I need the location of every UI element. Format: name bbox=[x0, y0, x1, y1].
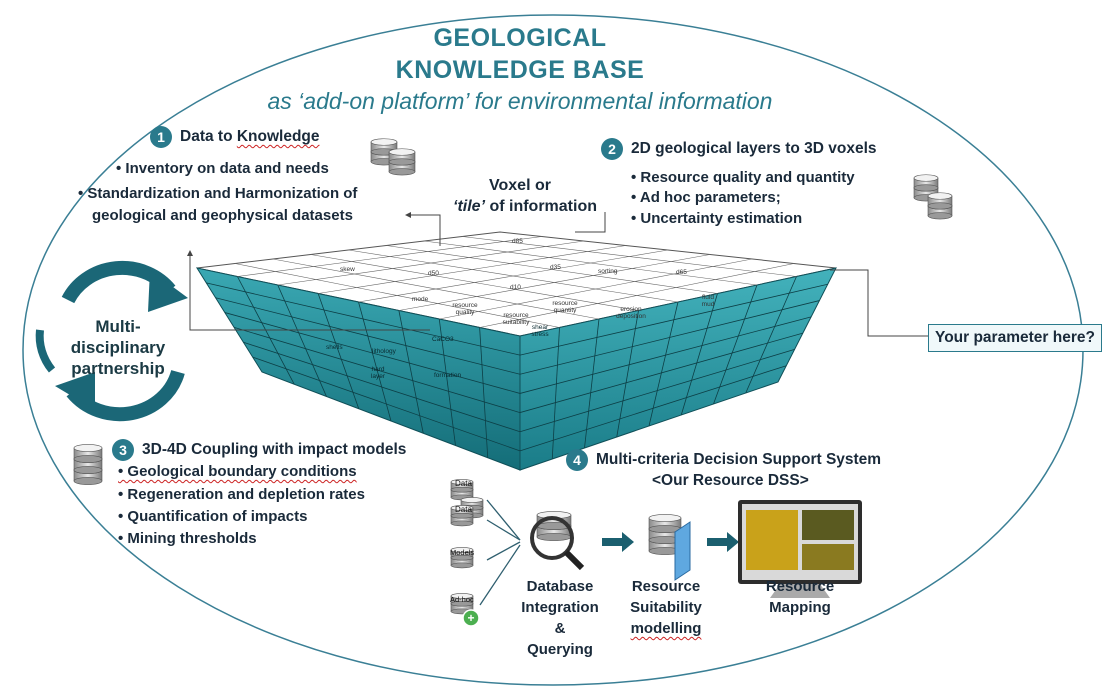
step1-line-3: & bbox=[554, 620, 566, 637]
database-icon-models bbox=[450, 547, 474, 569]
database-icon-section2b bbox=[927, 192, 953, 220]
db-label-data-1: Data bbox=[455, 479, 472, 488]
cycle-arrows-icon bbox=[35, 260, 188, 422]
cube-label-formation: formation bbox=[434, 372, 462, 379]
magnifier-icon bbox=[530, 516, 585, 571]
database-icon-suitability bbox=[648, 514, 682, 555]
cube-label-shells: shells bbox=[326, 344, 343, 351]
section2-bullet-2: • Ad hoc parameters; bbox=[631, 189, 781, 206]
step2-line-2: Suitability bbox=[630, 599, 702, 616]
cube-label-erosion: erosion deposition bbox=[616, 306, 646, 320]
section2-bullet-3: • Uncertainty estimation bbox=[631, 210, 803, 227]
step1-line-1: Database bbox=[526, 578, 594, 595]
section3-bullet-1: • Geological boundary conditions bbox=[118, 463, 357, 480]
cube-label-d50: d50 bbox=[428, 270, 439, 277]
database-icon-adhoc bbox=[450, 593, 474, 615]
cube-label-resource-quality: resource quality bbox=[452, 302, 478, 316]
title-line-1: GEOLOGICAL bbox=[433, 24, 607, 52]
step-resource-mapping: Resource Mapping bbox=[740, 576, 860, 618]
monitor-icon bbox=[738, 500, 862, 598]
subtitle: as ‘add-on platform’ for environmental i… bbox=[267, 88, 773, 114]
section1-title-a: Data to bbox=[180, 128, 237, 146]
section4-number: 4 bbox=[566, 449, 588, 471]
section4-title: 4 Multi-criteria Decision Support System bbox=[566, 449, 881, 471]
section1-bullet-1: • Inventory on data and needs bbox=[116, 160, 329, 177]
cube-label-mode: mode bbox=[412, 296, 429, 303]
cube-label-hard-layer: hard layer bbox=[370, 366, 386, 380]
section3-bullet-2: • Regeneration and depletion rates bbox=[118, 486, 365, 503]
section1-title-b: Knowledge bbox=[236, 128, 320, 146]
partnership-line-1: Multi- bbox=[95, 317, 141, 336]
step3-line-2: Mapping bbox=[769, 599, 831, 616]
db-label-data-2: Data bbox=[455, 505, 472, 514]
section1-bullet-2a: • Standardization and Harmonization of bbox=[78, 185, 358, 202]
cube-label-d35: d35 bbox=[550, 264, 561, 271]
partnership-line-2: disciplinary bbox=[70, 338, 166, 357]
cube-label-lithology: lithology bbox=[372, 348, 396, 355]
workflow-lines bbox=[479, 499, 521, 606]
section2-title: 2 2D geological layers to 3D voxels bbox=[601, 138, 877, 160]
section3-title: 3 3D-4D Coupling with impact models bbox=[112, 439, 406, 461]
cube-label-fluid-mud: fluid mud bbox=[701, 294, 715, 308]
cube-label-d85: d85 bbox=[512, 238, 523, 245]
section1-title: 1 Data to Knowledge bbox=[150, 126, 320, 148]
title-line-2: KNOWLEDGE BASE bbox=[395, 56, 645, 84]
partnership-line-3: partnership bbox=[71, 359, 165, 378]
cube-label-caco3: CaCO3 bbox=[432, 336, 454, 343]
voxel-tile-word: ‘tile’ bbox=[453, 198, 486, 215]
step2-line-1: Resource bbox=[631, 578, 701, 595]
step-resource-suitability: Resource Suitability modelling bbox=[606, 576, 726, 639]
section3-bullet-3: • Quantification of impacts bbox=[118, 508, 308, 525]
section3-title-text: 3D-4D Coupling with impact models bbox=[142, 441, 407, 459]
step1-line-4: Querying bbox=[527, 641, 593, 658]
step-database-integration: Database Integration & Querying bbox=[500, 576, 620, 660]
step3-line-1: Resource bbox=[765, 578, 835, 595]
cube-label-sorting: sorting bbox=[598, 268, 618, 275]
section4-title-text: Multi-criteria Decision Support System bbox=[596, 451, 882, 469]
folder-icon bbox=[674, 521, 691, 581]
section4-subtitle: <Our Resource DSS> bbox=[652, 472, 809, 489]
section3-number: 3 bbox=[112, 439, 134, 461]
section2-bullet-1: • Resource quality and quantity bbox=[631, 169, 855, 186]
db-label-adhoc: Ad-hoc bbox=[450, 595, 474, 604]
database-icon-section1b bbox=[388, 148, 416, 176]
section1-bullet-2b: geological and geophysical datasets bbox=[92, 207, 353, 224]
voxel-cube bbox=[195, 231, 837, 471]
step1-line-2: Integration bbox=[521, 599, 599, 616]
database-icon-section3 bbox=[73, 444, 103, 485]
cube-label-d65: d65 bbox=[676, 269, 687, 276]
connector-lines bbox=[189, 212, 928, 337]
step2-line-3: modelling bbox=[630, 620, 702, 637]
cube-label-skew: skew bbox=[340, 266, 355, 273]
section2-number: 2 bbox=[601, 138, 623, 160]
db-label-models: Models bbox=[450, 548, 475, 557]
flow-arrow-icon bbox=[602, 532, 739, 552]
partnership-label: Multi- disciplinary partnership bbox=[58, 316, 178, 379]
voxel-label-line-1: Voxel or bbox=[489, 177, 551, 194]
cube-label-d10: d10 bbox=[510, 284, 521, 291]
section2-title-text: 2D geological layers to 3D voxels bbox=[631, 140, 877, 158]
voxel-label-line-2: ‘tile’ of information bbox=[430, 196, 620, 217]
plus-icon bbox=[462, 609, 480, 627]
voxel-label-rest: of information bbox=[485, 198, 597, 215]
svg-text:+: + bbox=[467, 611, 474, 625]
section1-number: 1 bbox=[150, 126, 172, 148]
database-icon-data-2 bbox=[450, 505, 474, 527]
cube-label-shear-stress: shear stress bbox=[531, 324, 549, 338]
section3-bullet-4: • Mining thresholds bbox=[118, 530, 257, 547]
cube-label-resource-quantity: resource quantity bbox=[552, 300, 578, 314]
your-parameter-box: Your parameter here? bbox=[928, 324, 1102, 352]
cube-label-resource-suitability: resource suitability bbox=[502, 312, 530, 326]
